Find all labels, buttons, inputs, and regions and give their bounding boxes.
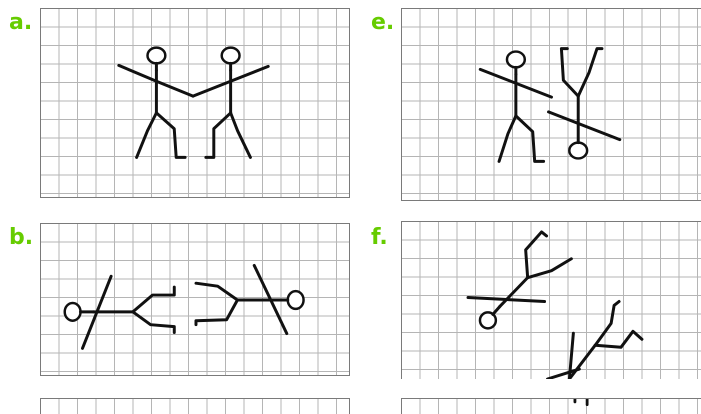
panel-label-f: f.: [371, 227, 388, 249]
figure-head: [222, 48, 240, 64]
figure-leg-left: [137, 113, 157, 158]
grid-panel-g-partial: [401, 398, 701, 414]
figure-leg-right: [578, 49, 602, 97]
panel-label-a: a.: [9, 12, 32, 34]
figure-head: [507, 52, 525, 68]
figure-leg-upper: [196, 283, 237, 300]
grid-panel-b: [40, 223, 350, 376]
grid-panel-c-partial: [40, 398, 350, 414]
stick-figure-b-right: [196, 265, 304, 333]
figure-arms: [549, 112, 620, 140]
stick-figure-f-lower: [548, 301, 642, 379]
figure-leg-left: [595, 301, 619, 345]
figure-leg-right: [516, 116, 544, 162]
stick-figure-e-inverted: [549, 49, 620, 159]
grid-panel-e: [401, 8, 701, 201]
figure-head: [288, 291, 304, 309]
figure-leg-left: [499, 116, 516, 162]
figure-leg-left: [206, 113, 231, 158]
figure-pair-a: [41, 9, 349, 197]
figure-body: [500, 278, 528, 307]
figure-head: [65, 303, 81, 321]
figure-head: [569, 143, 587, 159]
figure-leg-upper: [133, 287, 174, 312]
stick-figure-a-right: [193, 48, 268, 158]
panel-label-e: e.: [371, 12, 394, 34]
figure-leg-right: [156, 113, 185, 158]
stick-figure-b-left: [65, 276, 175, 348]
figure-pair-f: [402, 222, 701, 379]
grid-panel-f: [401, 221, 701, 379]
stick-figure-f-upper: [468, 232, 571, 328]
figure-leg-left: [526, 232, 547, 278]
figure-leg-right: [528, 259, 572, 278]
figure-g-partial: [402, 399, 701, 414]
figure-head: [148, 48, 166, 64]
figure-arm-right: [231, 66, 269, 81]
figure-arm-left: [193, 81, 231, 96]
figure-leg-left: [561, 49, 578, 97]
figure-neck: [493, 306, 500, 314]
figure-arm-left: [119, 65, 157, 81]
panel-label-b: b.: [9, 227, 33, 249]
stick-figure-e-standing: [480, 52, 551, 162]
figure-leg-right: [231, 113, 251, 158]
grid-panel-a: [40, 8, 350, 198]
figure-pair-b: [41, 224, 349, 375]
stick-figure-a-left: [119, 48, 193, 158]
figure-arm-right: [156, 81, 193, 96]
figure-leg-lower: [133, 312, 174, 333]
figure-leg-lower: [196, 300, 237, 325]
figure-pair-e: [402, 9, 701, 200]
